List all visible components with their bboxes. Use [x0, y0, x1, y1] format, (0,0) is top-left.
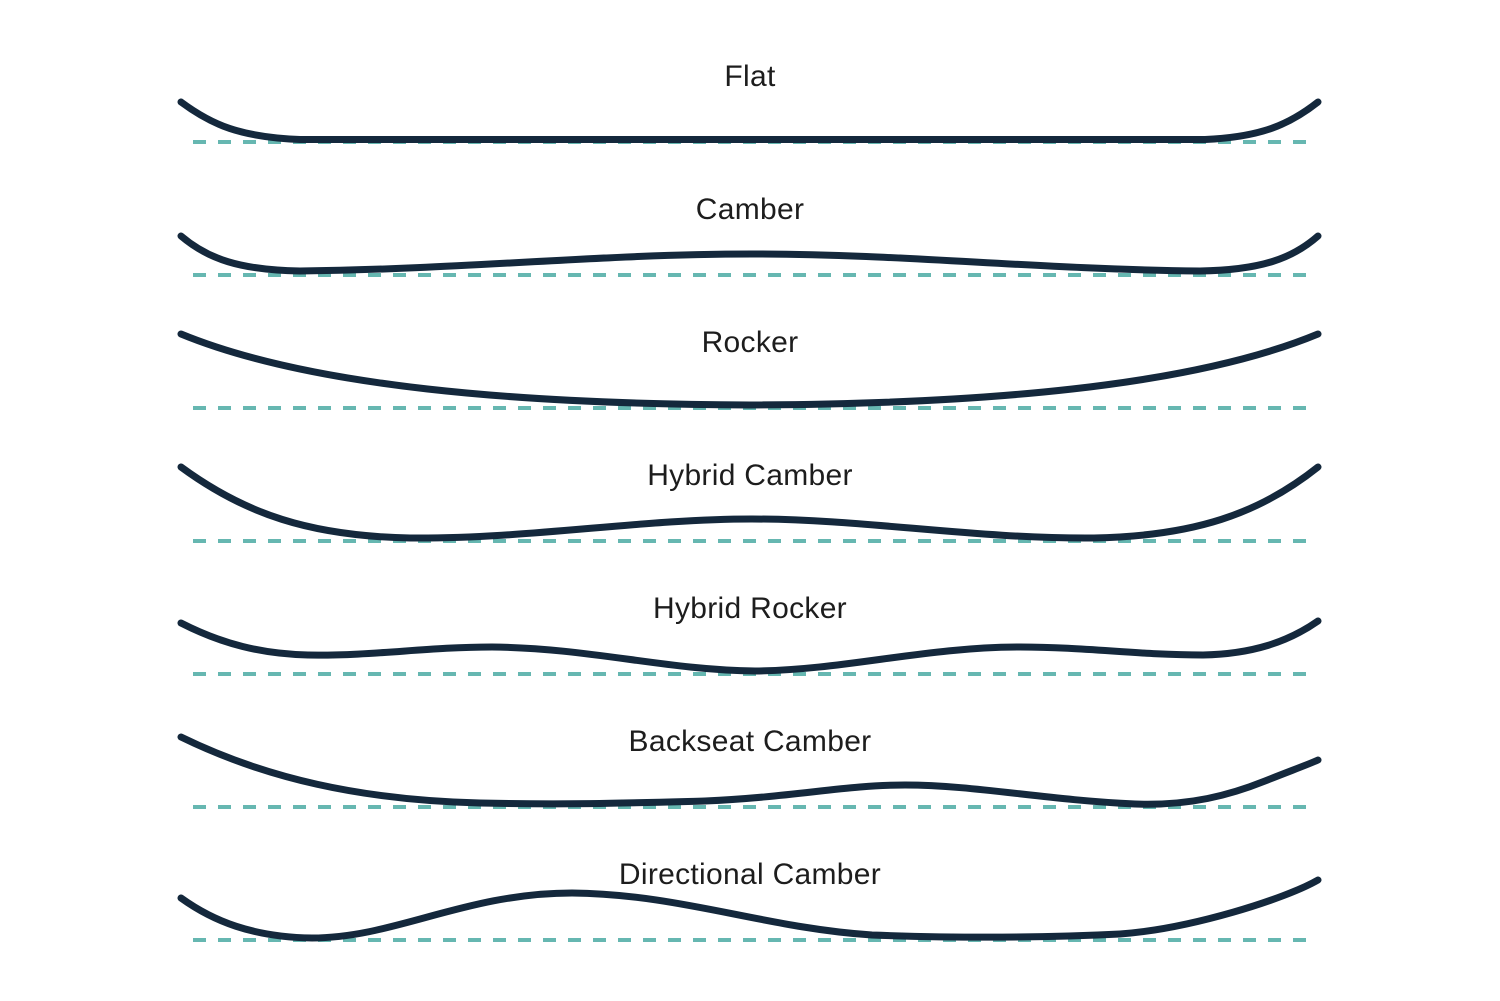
board-curve: [177, 463, 1322, 542]
camber-profile-row: Backseat Camber: [0, 676, 1500, 809]
profile-diagram: [177, 330, 1322, 410]
camber-profile-row: Rocker: [0, 277, 1500, 410]
profile-label: Hybrid Rocker: [653, 592, 847, 625]
camber-profile-row: Flat: [0, 11, 1500, 144]
profile-diagram: [177, 463, 1322, 543]
profile-diagram: [177, 98, 1322, 144]
board-curve: [177, 98, 1322, 143]
profile-diagram: [177, 733, 1322, 809]
profile-diagram: [177, 232, 1322, 277]
board-curve: [177, 733, 1322, 808]
board-curve: [177, 232, 1322, 275]
board-curve: [177, 876, 1322, 942]
camber-diagram: Flat Camber Rocker Hybrid Camber Hybrid …: [0, 11, 1500, 942]
board-curve: [177, 617, 1322, 675]
profile-label: Rocker: [701, 326, 799, 359]
profile-label: Hybrid Camber: [647, 459, 853, 492]
camber-profile-row: Directional Camber: [0, 809, 1500, 942]
camber-profile-row: Camber: [0, 144, 1500, 277]
profile-label: Flat: [724, 60, 776, 93]
camber-profile-row: Hybrid Camber: [0, 410, 1500, 543]
camber-profile-row: Hybrid Rocker: [0, 543, 1500, 676]
profile-diagram: [177, 617, 1322, 676]
profile-diagram: [177, 876, 1322, 942]
profile-label: Backseat Camber: [628, 725, 872, 758]
board-curve: [177, 330, 1322, 409]
profile-label: Camber: [695, 193, 805, 226]
profile-label: Directional Camber: [618, 858, 882, 891]
